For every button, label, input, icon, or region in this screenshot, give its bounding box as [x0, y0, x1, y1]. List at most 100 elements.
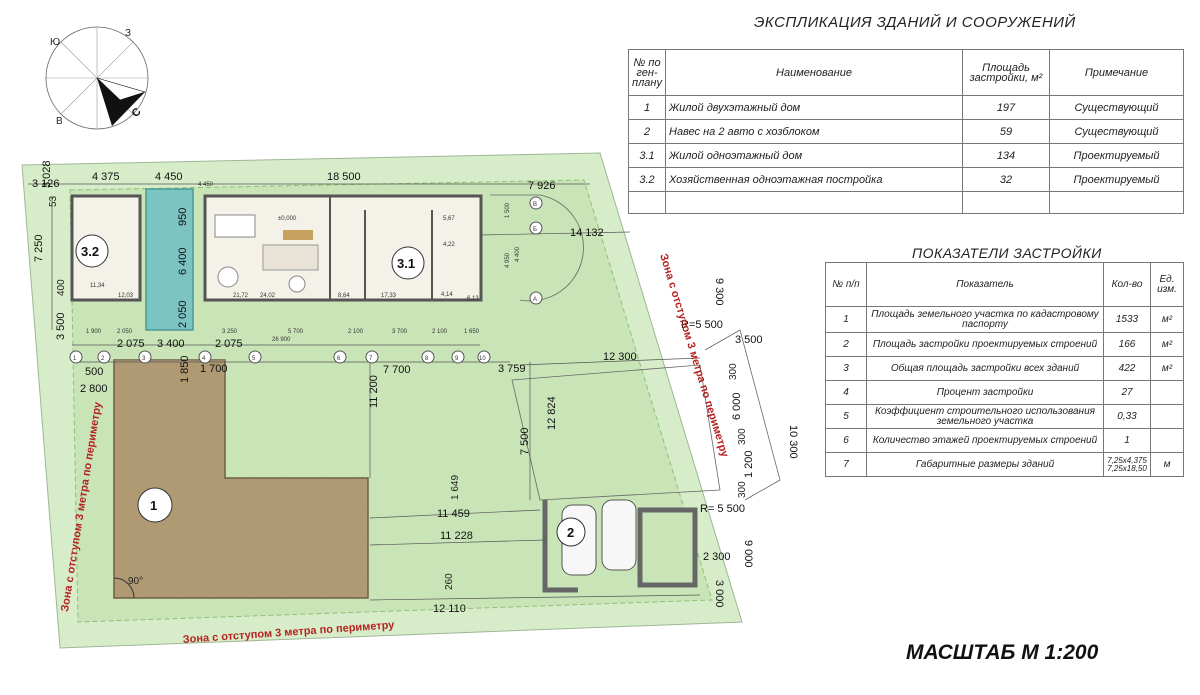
- dim-bottom: 3 400: [157, 338, 185, 350]
- cell: Проектируемый: [1049, 167, 1184, 192]
- cell: Навес на 2 авто с хозблоком: [665, 119, 963, 144]
- dim-mid: 10 300: [787, 425, 799, 459]
- dim-mid: 6 400: [177, 247, 189, 275]
- axis-letter: Б: [533, 227, 537, 233]
- cell: 2: [628, 119, 666, 144]
- dim-bottom: 500: [85, 366, 103, 378]
- radius-label: R= 5 500: [700, 503, 745, 515]
- cell: 134: [962, 143, 1050, 168]
- axis-letter: В: [533, 202, 537, 208]
- cell: Общая площадь застройки всех зданий: [866, 356, 1104, 381]
- dimension-labels: 3 126 4 375 4 450 18 500 7 926 3 028 53 …: [32, 160, 799, 615]
- dim-mid: 300: [737, 481, 748, 498]
- dim-mid: 2 800: [80, 383, 108, 395]
- dim-mid: 9 300: [713, 278, 725, 306]
- cell: 3.2: [628, 167, 666, 192]
- table-row: 3.1 Жилой одноэтажный дом 134 Проектируе…: [628, 143, 1184, 168]
- cell: Проектируемый: [1049, 143, 1184, 168]
- dim-small: 3 250: [222, 329, 238, 335]
- cell: 3: [825, 356, 867, 381]
- table-row: 3 Общая площадь застройки всех зданий 42…: [825, 356, 1184, 381]
- dim-small: 1 500: [505, 202, 511, 218]
- cell: [1049, 191, 1184, 214]
- header-cell: № п/п: [825, 262, 867, 307]
- axis-number: 5: [252, 356, 256, 362]
- dim-small: 2 100: [432, 329, 448, 335]
- cell: Количество этажей проектируемых строений: [866, 428, 1104, 453]
- dim-bottom: 2 075: [117, 338, 145, 350]
- dim-small: 2 100: [348, 329, 364, 335]
- dim-small: 4 950: [505, 252, 511, 268]
- dim-mid: 260: [444, 573, 455, 590]
- dim-mid: 12 110: [433, 603, 466, 615]
- cell: 1: [1103, 428, 1151, 453]
- pool: [145, 188, 194, 331]
- dim-mid: 1 200: [743, 450, 755, 478]
- dim-mid: 11 228: [440, 530, 473, 542]
- cell: 422: [1103, 356, 1151, 381]
- table-row-empty: [628, 191, 1184, 214]
- cell: Площадь застройки проектируемых строений: [866, 332, 1104, 357]
- dim-mid: 1 700: [200, 363, 228, 375]
- room-area: 4,22: [443, 242, 455, 248]
- table-row: 4 Процент застройки 27: [825, 380, 1184, 405]
- dim-top: 18 500: [327, 171, 361, 183]
- header-cell: Ед. изм.: [1150, 262, 1184, 307]
- table-row: 7 Габаритные размеры зданий 7,25x4,375 7…: [825, 452, 1184, 477]
- dim-small: 4 400: [515, 246, 521, 262]
- axis-number: 3: [142, 356, 146, 362]
- dim-top: 3 028: [41, 160, 53, 188]
- dim-mid: 7 500: [519, 427, 531, 455]
- dim-top: 7 926: [528, 180, 556, 192]
- cell: Габаритные размеры зданий: [866, 452, 1104, 477]
- dim-small: 5 700: [288, 329, 304, 335]
- axis-number: 1: [73, 356, 77, 362]
- cell: Площадь земельного участка по кадастрово…: [866, 306, 1104, 333]
- dim-left: 53: [48, 195, 59, 207]
- header-cell: Примечание: [1049, 49, 1184, 96]
- room-area: 17,33: [381, 293, 397, 299]
- radius-label: R=5 500: [681, 319, 723, 331]
- dim-top: 3 126: [32, 178, 60, 190]
- dim-small: 1 650: [464, 329, 480, 335]
- axis-number: 4: [202, 356, 206, 362]
- cell: 6: [825, 428, 867, 453]
- dim-mid: 2 050: [177, 300, 189, 328]
- cell: 166: [1103, 332, 1151, 357]
- dim-mid: 3 759: [498, 363, 526, 375]
- cell: 5: [825, 404, 867, 429]
- dim-mid: 1 850: [179, 355, 191, 383]
- room-area: 12,03: [118, 293, 134, 299]
- building-1-label: 1: [150, 498, 157, 513]
- dim-left: 7 250: [33, 234, 45, 262]
- cell: [962, 191, 1050, 214]
- compass-south-label: Ю: [50, 37, 60, 48]
- dim-mid: 11 459: [437, 508, 470, 520]
- cell: [628, 191, 666, 214]
- building-2-label: 2: [567, 525, 574, 540]
- room-area: 24,02: [260, 293, 276, 299]
- header-cell: Наименование: [665, 49, 963, 96]
- cell: 3.1: [628, 143, 666, 168]
- cell: 4: [825, 380, 867, 405]
- room-area: ±0,000: [278, 216, 297, 222]
- cell: м²: [1150, 356, 1184, 381]
- cell: 1: [628, 95, 666, 120]
- building-3-1-label: 3.1: [397, 256, 415, 271]
- cell: м²: [1150, 332, 1184, 357]
- cell: 1533: [1103, 306, 1151, 333]
- table-row: 2 Навес на 2 авто с хозблоком 59 Существ…: [628, 119, 1184, 144]
- dim-bottom: 2 075: [215, 338, 243, 350]
- axis-number: 7: [369, 356, 373, 362]
- table-row: 1 Площадь земельного участка по кадастро…: [825, 306, 1184, 333]
- table-row: 1 Жилой двухэтажный дом 197 Существующий: [628, 95, 1184, 120]
- dim-mid: 2 300: [703, 551, 731, 563]
- indicators-table: № п/п Показатель Кол-во Ед. изм. 1 Площа…: [825, 262, 1184, 477]
- table-row: 6 Количество этажей проектируемых строен…: [825, 428, 1184, 453]
- cell: 197: [962, 95, 1050, 120]
- cell: 7,25x4,375 7,25x18,50: [1103, 452, 1151, 477]
- axis-number: 9: [455, 356, 459, 362]
- scale-label: МАСШТАБ М 1:200: [906, 641, 1099, 664]
- angle-label: 90°: [128, 576, 143, 587]
